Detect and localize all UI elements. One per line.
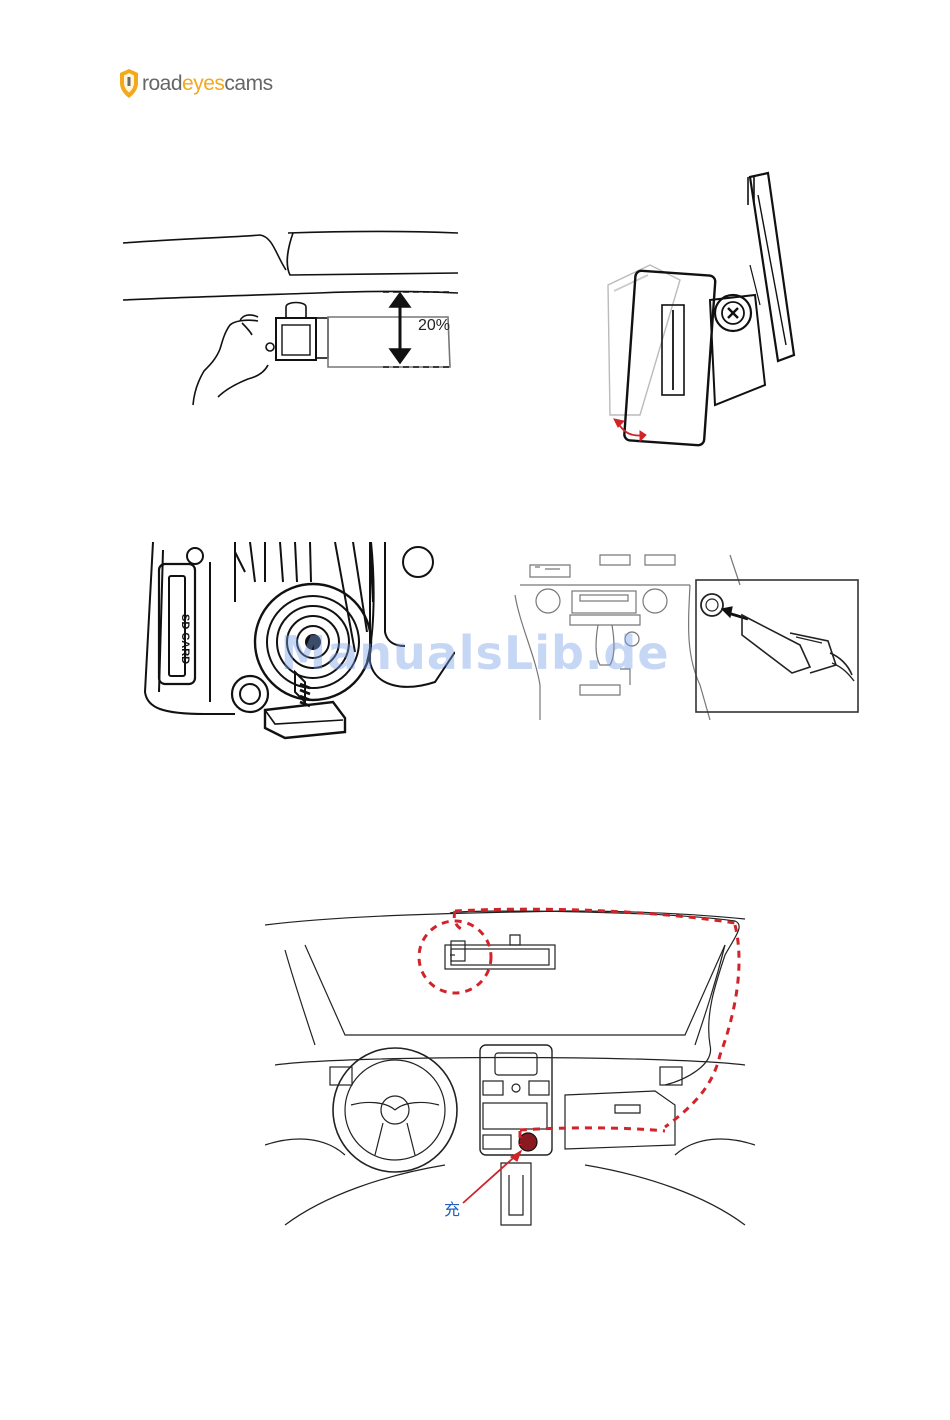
- charger-plug-figure: [510, 545, 860, 720]
- camera-angle-figure: [600, 165, 800, 450]
- sd-card-label: SD CARD: [179, 614, 191, 664]
- mount-percent-label: 20%: [418, 317, 450, 335]
- dashboard-routing-figure: [265, 905, 755, 1230]
- logo-text-eyes: eyes: [182, 72, 224, 95]
- brand-logo: roadeyescams: [118, 66, 288, 106]
- mount-position-figure: 20%: [118, 225, 463, 410]
- logo-text-cams: cams: [224, 72, 272, 95]
- sd-card-figure: SD CARD: [135, 542, 455, 747]
- charger-label: 充: [444, 1196, 460, 1220]
- shield-icon: [118, 68, 140, 100]
- logo-text-road: road: [142, 72, 182, 95]
